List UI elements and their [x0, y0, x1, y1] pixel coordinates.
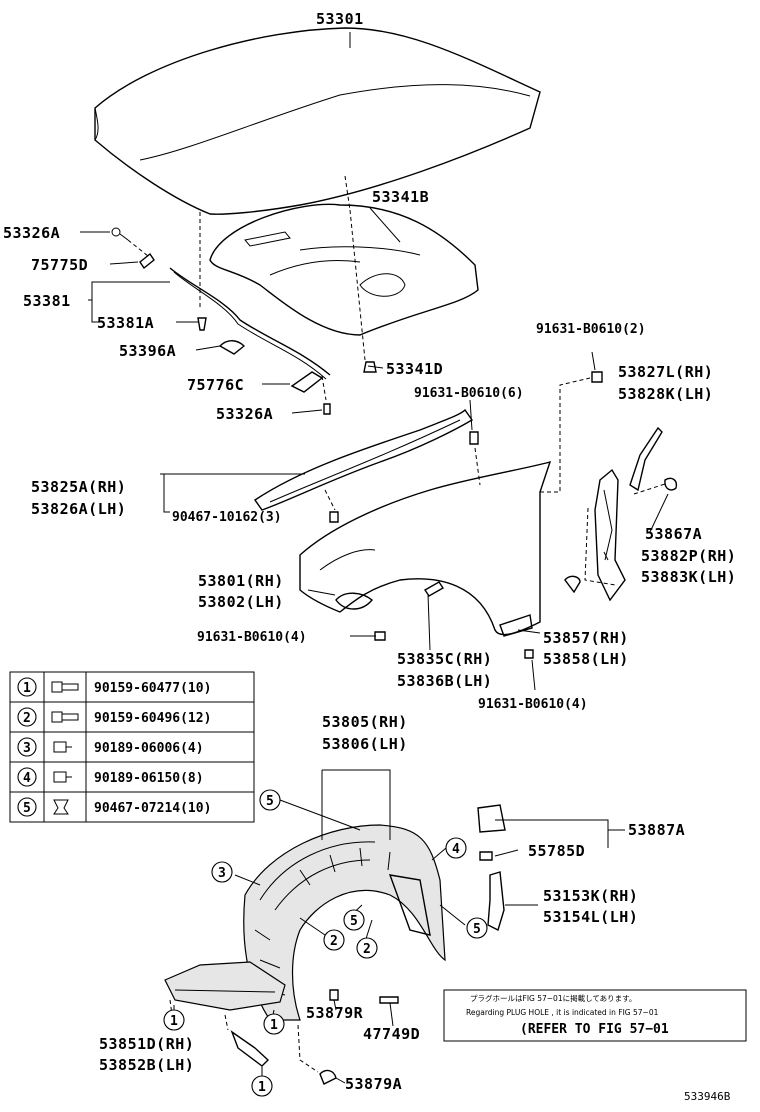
callout-3: 3	[211, 861, 233, 883]
label-hood-bolt-lower: 53326A	[216, 405, 273, 423]
svg-text:5: 5	[266, 794, 274, 809]
fastener-row: 2 90159-60496(12)	[17, 707, 211, 727]
hood-insulator	[209, 203, 479, 361]
label-hood-bumper: 53396A	[119, 342, 176, 360]
label-hood-insulator: 53341B	[372, 188, 429, 206]
svg-text:1: 1	[270, 1018, 278, 1033]
label-hood: 53301	[316, 10, 364, 28]
label-fender-strip-lh: 53826A(LH)	[31, 500, 126, 518]
fastener-table: 1 90159-60477(10) 2 90159-60496(12) 3 90…	[9, 671, 255, 823]
part-labels: 53301 53341B 53326A 75775D 53381 53381A …	[3, 10, 736, 1093]
label-liner-lh: 53806(LH)	[322, 735, 408, 753]
label-fender-bolt-lower: 91631-B0610(4)	[197, 630, 307, 645]
label-fender-rh: 53801(RH)	[198, 572, 284, 590]
svg-text:5: 5	[350, 914, 358, 929]
label-seal-lh: 53828K(LH)	[618, 385, 713, 403]
label-bracket-rh: 53153K(RH)	[543, 887, 638, 905]
svg-text:4: 4	[452, 842, 460, 857]
callouts: 5 3 4 5 2 2 5 1 1 1	[163, 789, 488, 1097]
nut-icon	[53, 771, 72, 783]
label-protector-lh: 53883K(LH)	[641, 568, 736, 586]
callout-5: 5	[259, 789, 281, 811]
note-japanese: プラグホールはFIG 57−01に掲載してあります。	[470, 993, 636, 1003]
svg-text:2: 2	[330, 934, 338, 949]
fastener-number: 5	[23, 801, 31, 816]
label-bolt-upper-right: 91631-B0610(2)	[536, 322, 646, 337]
label-seal-rh: 53827L(RH)	[618, 363, 713, 381]
reference-note: プラグホールはFIG 57−01に掲載してあります。 Regarding PLU…	[443, 989, 747, 1042]
label-fender-bolt-bottom: 91631-B0610(4)	[478, 697, 588, 712]
label-protector-clip: 53867A	[645, 525, 702, 543]
fender-seal-protector	[374, 426, 678, 659]
label-hood-seal-rear: 75776C	[187, 376, 244, 394]
callout-4: 4	[445, 837, 467, 859]
label-fender-bolt-top: 91631-B0610(6)	[414, 386, 524, 401]
svg-text:2: 2	[363, 942, 371, 957]
fastener-number: 1	[23, 681, 31, 696]
label-hood-support-clip: 53381A	[97, 314, 154, 332]
fastener-number: 3	[23, 741, 31, 756]
callout-1: 1	[251, 1075, 273, 1097]
label-liner-plug: 53887A	[628, 821, 685, 839]
label-bracket-lh: 53154L(LH)	[543, 908, 638, 926]
nut-icon	[53, 741, 72, 753]
fastener-part-number: 90159-60477(10)	[94, 681, 211, 696]
label-fender-pad-rh: 53835C(RH)	[397, 650, 492, 668]
fastener-number: 2	[23, 711, 31, 726]
fender-strip	[254, 408, 474, 523]
fastener-part-number: 90189-06006(4)	[94, 741, 204, 756]
label-clip-90467: 90467-10162(3)	[172, 510, 282, 525]
label-fender-pad-lh: 53836B(LH)	[397, 672, 492, 690]
callout-5: 5	[343, 909, 365, 931]
note-english: Regarding PLUG HOLE , it is indicated in…	[466, 1008, 659, 1017]
label-screw: 47749D	[363, 1025, 420, 1043]
label-liner-clip: 55785D	[528, 842, 585, 860]
callout-2: 2	[356, 937, 378, 959]
fastener-row: 5 90467-07214(10)	[17, 797, 211, 817]
svg-text:3: 3	[218, 866, 226, 881]
label-fender-cover-rh: 53857(RH)	[543, 629, 629, 647]
label-protector-rh: 53882P(RH)	[641, 547, 736, 565]
note-refer: (REFER TO FIG 57−01	[520, 1022, 669, 1037]
fastener-row: 4 90189-06150(8)	[17, 767, 204, 787]
callout-1: 1	[263, 1013, 285, 1035]
label-splash-rh: 53851D(RH)	[99, 1035, 194, 1053]
hood-panel	[94, 27, 541, 310]
fastener-part-number: 90467-07214(10)	[94, 801, 211, 816]
fender-panel	[299, 371, 603, 637]
label-fender-cover-lh: 53858(LH)	[543, 650, 629, 668]
svg-text:1: 1	[170, 1014, 178, 1029]
figure-code: 533946B	[684, 1090, 731, 1103]
label-hood-seal-front: 75775D	[31, 256, 88, 274]
label-hood-support: 53381	[23, 292, 71, 310]
fastener-number: 4	[23, 771, 31, 786]
label-fender-strip-rh: 53825A(RH)	[31, 478, 126, 496]
label-splash-lh: 53852B(LH)	[99, 1056, 194, 1074]
hood-support-rod	[169, 267, 331, 380]
svg-text:1: 1	[258, 1080, 266, 1095]
splash-shield	[164, 961, 286, 1067]
callout-1: 1	[163, 1009, 185, 1031]
label-insulator-clip: 53341D	[386, 360, 443, 378]
liner-small-parts	[297, 804, 506, 1085]
fastener-part-number: 90159-60496(12)	[94, 711, 211, 726]
callout-2: 2	[323, 929, 345, 951]
bolt-icon	[51, 711, 79, 723]
clip-icon	[53, 799, 69, 815]
leader-lines	[80, 32, 669, 1084]
label-clip-r: 53879R	[306, 1004, 364, 1022]
fastener-part-number: 90189-06150(8)	[94, 771, 204, 786]
label-liner-rh: 53805(RH)	[322, 713, 408, 731]
callout-5: 5	[466, 917, 488, 939]
fastener-row: 3 90189-06006(4)	[17, 737, 204, 757]
label-fender-lh: 53802(LH)	[198, 593, 284, 611]
label-clip-a: 53879A	[345, 1075, 402, 1093]
bolt-icon	[51, 681, 79, 693]
fastener-row: 1 90159-60477(10)	[17, 677, 211, 697]
hood-small-parts	[111, 227, 377, 415]
label-hood-bolt-upper: 53326A	[3, 224, 60, 242]
svg-text:5: 5	[473, 922, 481, 937]
